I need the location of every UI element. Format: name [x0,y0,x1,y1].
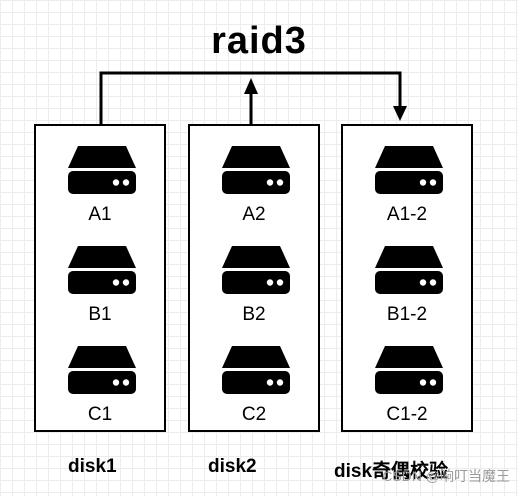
hard-drive-icon [68,146,136,194]
block-b2: B2 [190,226,318,326]
block-label: C1-2 [386,404,428,425]
block-label: A1 [88,204,112,225]
hard-drive-icon [68,246,136,294]
watermark: CSDN @响叮当魔王 [382,468,510,484]
disk-parity-label: disk奇偶校验 [334,461,449,482]
block-label: C1 [87,404,113,425]
hard-drive-icon [222,146,290,194]
block-b1-2: B1-2 [343,226,471,326]
disk-2-label: disk2 [208,456,257,477]
block-label: B1 [88,304,112,325]
block-b1: B1 [36,226,164,326]
block-c2: C2 [190,326,318,426]
block-label: C2 [241,404,267,425]
hard-drive-icon [375,346,443,394]
block-c1: C1 [36,326,164,426]
block-a1-2: A1-2 [343,126,471,226]
block-a2: A2 [190,126,318,226]
block-c1-2: C1-2 [343,326,471,426]
diagram-title: raid3 [211,20,307,62]
hard-drive-icon [375,146,443,194]
block-label: B2 [242,304,266,325]
block-label: B1-2 [386,304,428,325]
disk-1-label: disk1 [68,456,117,477]
disk-parity: A1-2 B1-2 C1-2 [341,124,473,432]
hard-drive-icon [68,346,136,394]
block-a1: A1 [36,126,164,226]
block-label: A2 [242,204,266,225]
block-label: A1-2 [386,204,428,225]
hard-drive-icon [375,246,443,294]
hard-drive-icon [222,346,290,394]
disk-1: A1 B1 C1 [34,124,166,432]
hard-drive-icon [222,246,290,294]
disk-2: A2 B2 C2 [188,124,320,432]
